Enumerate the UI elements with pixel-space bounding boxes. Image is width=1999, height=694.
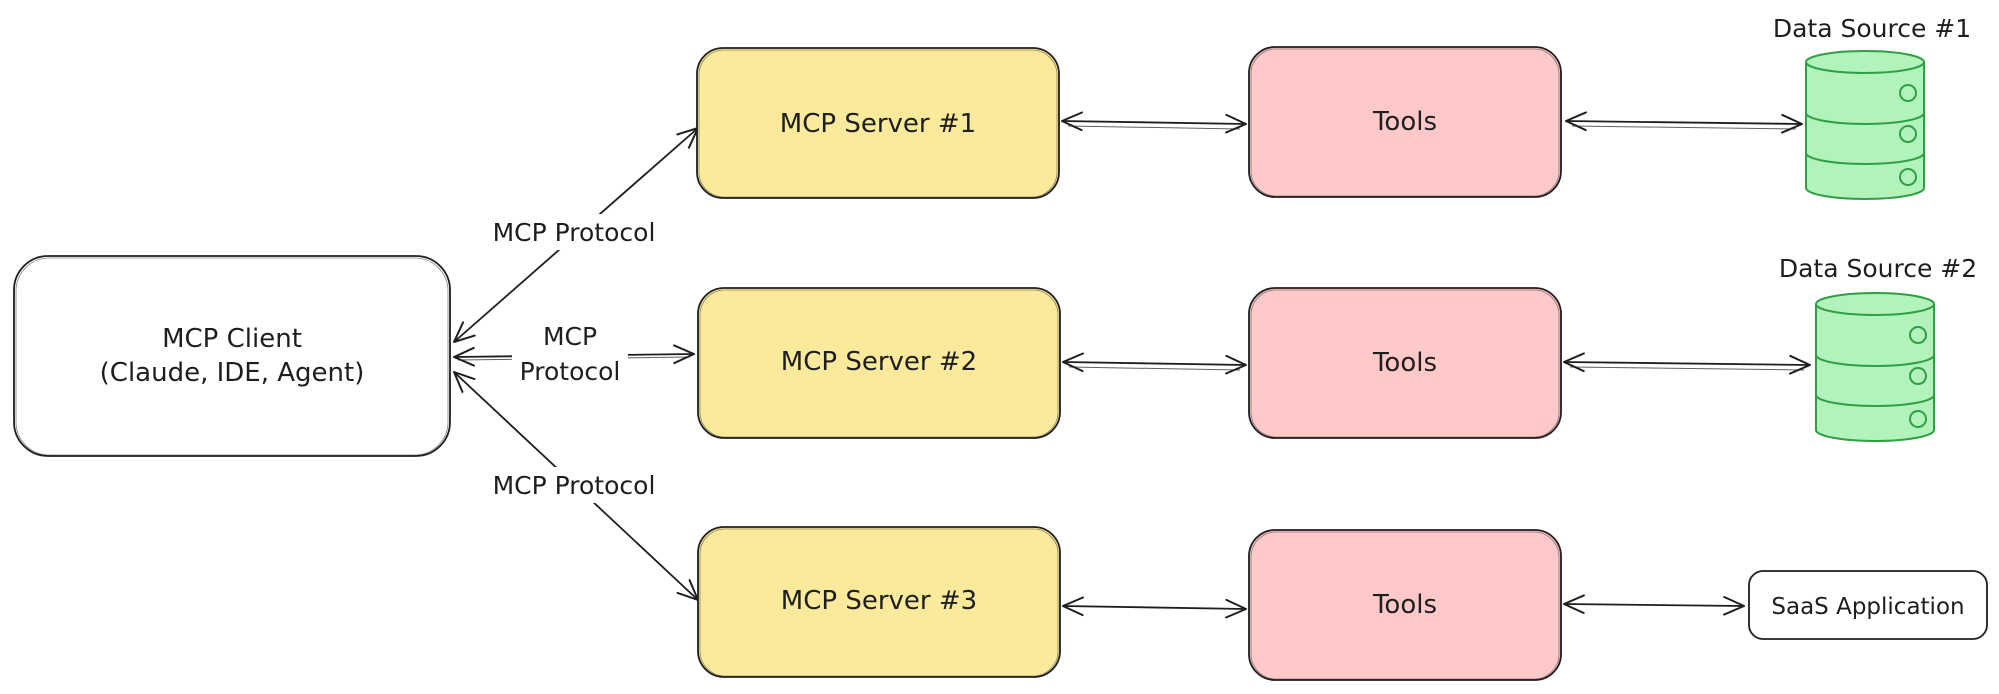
- saas-application-label: SaaS Application: [1771, 594, 1964, 620]
- tools-node-2[interactable]: Tools: [1248, 287, 1562, 439]
- data-source-1[interactable]: Data Source #1: [1773, 14, 1971, 200]
- mcp-client-sublabel: (Claude, IDE, Agent): [100, 358, 365, 388]
- tools-3-label: Tools: [1372, 590, 1437, 620]
- tools-datasource-connector-2: [1563, 352, 1811, 375]
- mcp-server-1[interactable]: MCP Server #1: [696, 47, 1060, 199]
- mcp-server-3[interactable]: MCP Server #3: [697, 526, 1061, 678]
- mcp-client-label: MCP Client: [162, 324, 302, 354]
- database-icon: [1805, 50, 1925, 200]
- tools-node-3[interactable]: Tools: [1248, 529, 1562, 681]
- protocol-label-middle-line1: MCP: [543, 322, 597, 351]
- protocol-connector-bottom: MCP Protocol: [453, 371, 699, 601]
- tools-saas-connector: [1563, 594, 1745, 616]
- protocol-label-top: MCP Protocol: [493, 218, 656, 247]
- data-source-2-label: Data Source #2: [1779, 254, 1977, 283]
- mcp-server-2-label: MCP Server #2: [781, 347, 977, 377]
- server-tools-connector-3: [1062, 596, 1247, 619]
- data-source-1-label: Data Source #1: [1773, 14, 1971, 43]
- tools-1-label: Tools: [1372, 107, 1437, 137]
- tools-node-1[interactable]: Tools: [1248, 46, 1562, 198]
- server-tools-connector-2: [1062, 352, 1247, 375]
- database-icon: [1815, 292, 1935, 442]
- saas-application-node[interactable]: SaaS Application: [1748, 570, 1988, 640]
- protocol-label-bottom: MCP Protocol: [493, 471, 656, 500]
- mcp-client-node[interactable]: MCP Client (Claude, IDE, Agent): [13, 255, 451, 457]
- tools-2-label: Tools: [1372, 348, 1437, 378]
- protocol-label-middle-line2: Protocol: [520, 357, 621, 386]
- protocol-connector-middle: MCP Protocol: [453, 322, 695, 386]
- data-source-2[interactable]: Data Source #2: [1779, 254, 1977, 442]
- mcp-server-3-label: MCP Server #3: [781, 586, 977, 616]
- server-tools-connector-1: [1061, 111, 1247, 134]
- protocol-connector-top: MCP Protocol: [453, 127, 699, 343]
- tools-datasource-connector-1: [1565, 111, 1803, 134]
- mcp-server-2[interactable]: MCP Server #2: [697, 287, 1061, 439]
- mcp-server-1-label: MCP Server #1: [780, 109, 976, 139]
